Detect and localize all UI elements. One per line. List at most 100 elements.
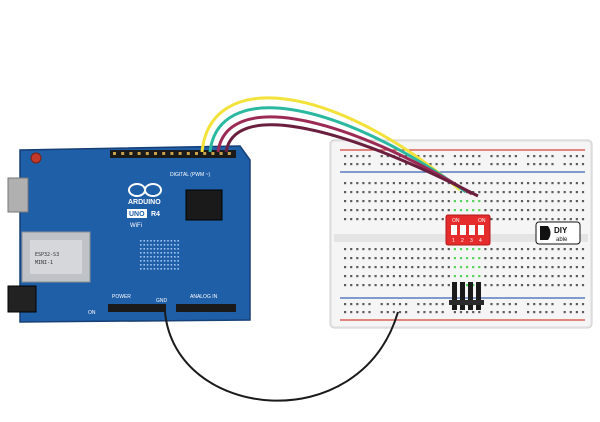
matrix-led	[174, 256, 176, 258]
terminal-hole	[417, 218, 420, 221]
rail-hole	[508, 163, 511, 166]
rail-hole	[350, 303, 353, 306]
rail-hole	[563, 155, 566, 158]
terminal-hole	[563, 266, 566, 269]
rail-hole	[539, 163, 542, 166]
terminal-hole	[502, 284, 505, 287]
terminal-hole	[441, 191, 444, 194]
terminal-hole	[459, 191, 463, 194]
terminal-hole	[533, 191, 536, 194]
terminal-hole	[453, 191, 456, 194]
terminal-hole	[575, 182, 578, 185]
terminal-hole	[502, 182, 505, 185]
matrix-led	[140, 252, 142, 254]
rail-hole	[539, 303, 542, 306]
terminal-hole	[539, 218, 542, 221]
terminal-hole	[545, 209, 548, 212]
rail-hole	[386, 163, 389, 166]
rail-hole	[380, 311, 383, 314]
rail-hole	[502, 155, 505, 158]
terminal-hole	[563, 284, 566, 287]
terminal-hole	[581, 191, 585, 194]
terminal-hole	[350, 266, 353, 269]
terminal-hole	[435, 200, 438, 203]
terminal-hole	[356, 284, 359, 287]
wire-dark-red	[224, 123, 479, 198]
terminal-hole	[551, 191, 554, 194]
terminal-hole	[484, 209, 487, 212]
rail-hole	[533, 155, 536, 158]
matrix-led	[167, 268, 169, 270]
terminal-hole	[472, 182, 475, 185]
terminal-hole	[557, 248, 560, 251]
terminal-hole	[344, 266, 347, 269]
terminal-hole	[429, 248, 432, 251]
terminal-hole	[527, 191, 530, 194]
terminal-hole	[459, 266, 463, 269]
terminal-hole	[405, 218, 408, 221]
dip-toggles[interactable]	[451, 225, 484, 235]
matrix-led	[170, 244, 173, 246]
rail-hole	[350, 163, 353, 166]
rail-hole	[344, 303, 347, 306]
terminal-hole	[514, 200, 517, 203]
rail-hole	[435, 155, 438, 158]
terminal-hole	[575, 266, 578, 269]
matrix-led	[146, 252, 149, 254]
terminal-hole	[527, 209, 530, 212]
terminal-hole	[380, 191, 383, 194]
terminal-hole	[533, 200, 536, 203]
rail-hole	[356, 311, 359, 314]
terminal-hole	[533, 248, 536, 251]
terminal-hole	[484, 257, 487, 260]
rail-hole	[508, 155, 511, 158]
wifi-label: WiFi	[130, 223, 142, 229]
terminal-hole	[417, 284, 420, 287]
terminal-hole	[459, 248, 463, 251]
matrix-led	[157, 256, 159, 258]
rail-hole	[533, 311, 536, 314]
rail-hole	[380, 163, 383, 166]
matrix-led	[177, 268, 179, 270]
terminal-hole	[362, 266, 365, 269]
terminal-hole	[557, 257, 560, 260]
terminal-hole	[423, 191, 426, 194]
terminal-hole	[508, 182, 511, 185]
matrix-led	[146, 260, 149, 262]
terminal-hole	[508, 266, 511, 269]
terminal-hole	[411, 257, 414, 260]
matrix-led	[157, 252, 159, 254]
terminal-hole	[447, 266, 450, 269]
terminal-hole	[417, 275, 420, 278]
terminal-hole	[508, 284, 511, 287]
terminal-hole	[502, 218, 505, 221]
matrix-led	[153, 252, 156, 254]
rail-hole	[527, 163, 530, 166]
terminal-hole	[520, 275, 524, 278]
terminal-hole	[447, 182, 450, 185]
terminal-hole	[411, 209, 414, 212]
terminal-hole	[447, 200, 450, 203]
matrix-led	[160, 252, 162, 254]
terminal-hole	[423, 284, 426, 287]
terminal-hole	[545, 191, 548, 194]
matrix-led	[146, 268, 149, 270]
rail-hole	[368, 155, 371, 158]
rail-hole	[508, 303, 511, 306]
matrix-led	[153, 244, 156, 246]
dip-switch[interactable]: ON ON 1 2 3 4	[445, 214, 491, 246]
reset-button[interactable]	[30, 152, 42, 164]
terminal-hole	[398, 209, 402, 212]
rail-hole	[490, 155, 493, 158]
terminal-hole	[368, 218, 371, 221]
rail-hole	[514, 311, 517, 314]
rail-hole	[441, 163, 444, 166]
terminal-hole	[466, 266, 469, 269]
terminal-hole	[453, 200, 456, 203]
terminal-hole	[545, 284, 548, 287]
terminal-hole	[386, 284, 389, 287]
terminal-hole	[380, 257, 383, 260]
terminal-hole	[496, 200, 499, 203]
rail-hole	[405, 311, 408, 314]
matrix-led	[177, 252, 179, 254]
